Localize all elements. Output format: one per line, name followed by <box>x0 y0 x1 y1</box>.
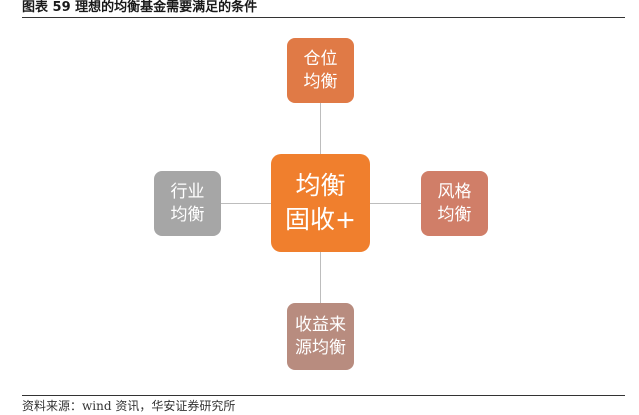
node-return-source-balance-line-2: 源均衡 <box>295 337 346 358</box>
bottom-rule <box>22 395 625 396</box>
node-return-source-balance-line-1: 收益来 <box>295 314 346 335</box>
node-industry-balance-line-1: 行业 <box>170 181 205 202</box>
node-style-balance: 风格 均衡 <box>421 171 488 236</box>
node-position-balance-line-2: 均衡 <box>303 71 338 92</box>
node-position-balance: 仓位 均衡 <box>287 38 354 103</box>
node-return-source-balance: 收益来 源均衡 <box>287 303 354 370</box>
node-industry-balance-line-2: 均衡 <box>170 204 205 225</box>
node-industry-balance: 行业 均衡 <box>154 171 221 236</box>
figure-title: 图表 59 理想的均衡基金需要满足的条件 <box>22 0 258 15</box>
top-rule <box>22 17 625 18</box>
node-balanced-fixed-income-plus: 均衡 固收+ <box>271 154 370 252</box>
node-center-line-2: 固收+ <box>285 205 356 234</box>
node-style-balance-line-2: 均衡 <box>437 204 472 225</box>
node-style-balance-line-1: 风格 <box>437 181 472 202</box>
node-position-balance-line-1: 仓位 <box>303 48 338 69</box>
node-center-line-1: 均衡 <box>295 171 346 200</box>
source-note: 资料来源：wind 资讯，华安证券研究所 <box>22 399 236 413</box>
